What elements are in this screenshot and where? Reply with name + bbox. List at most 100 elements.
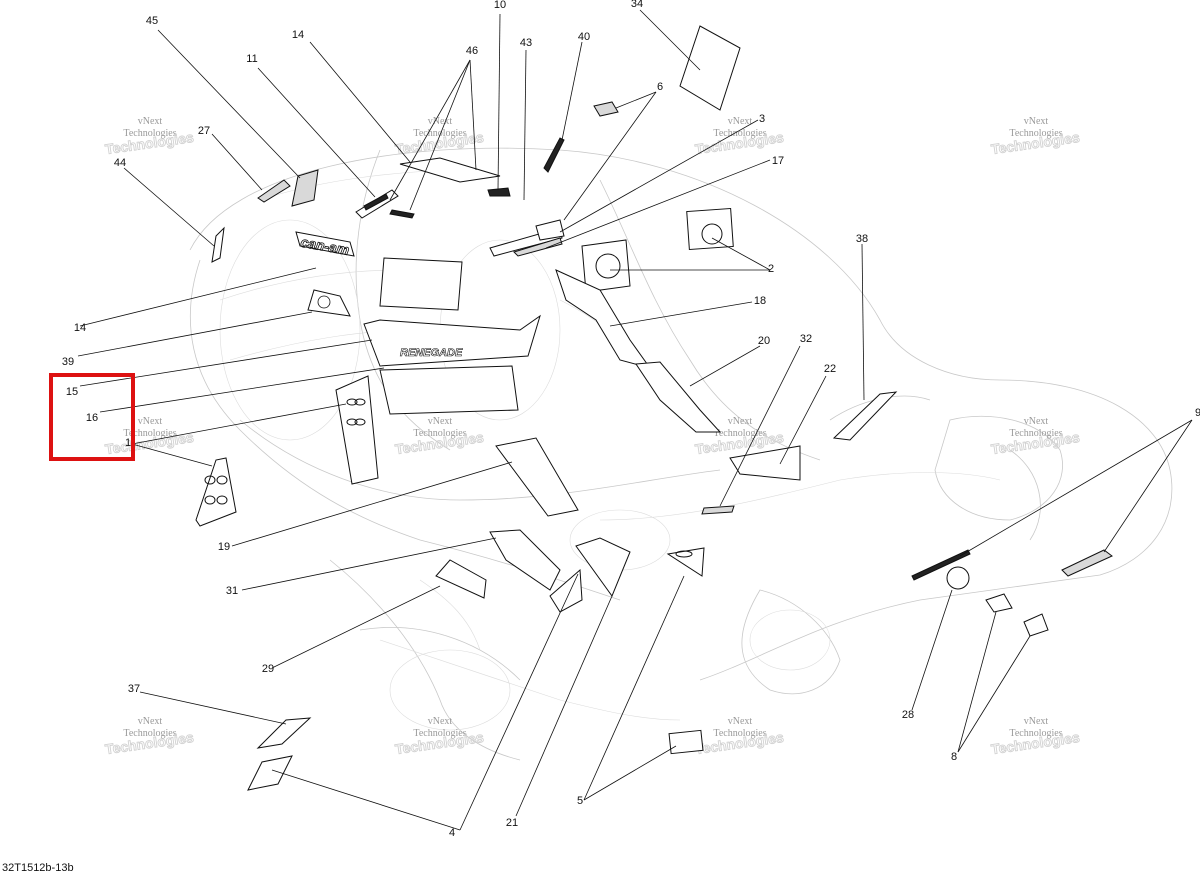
- decal-2-upper: [686, 207, 734, 251]
- decal-39: [307, 289, 351, 317]
- callout-29: 29: [262, 663, 274, 675]
- callout-18: 18: [754, 295, 766, 307]
- decal-27: [257, 179, 291, 203]
- svg-text:Technologies: Technologies: [713, 728, 766, 739]
- decal-11-inner: [363, 193, 389, 211]
- callout-38: 38: [856, 233, 868, 245]
- decal-9-right: [1061, 549, 1113, 577]
- svg-text:Technologies: Technologies: [123, 728, 176, 739]
- decal-16: [379, 365, 519, 415]
- decal-19: [195, 457, 237, 527]
- seat-outline: [379, 257, 463, 311]
- callout-3: 3: [759, 113, 765, 125]
- decal-34: [679, 25, 741, 111]
- decal-20: [635, 361, 722, 433]
- decal-40: [543, 137, 565, 173]
- callout-31: 31: [226, 585, 238, 597]
- svg-text:vNext: vNext: [1024, 116, 1049, 127]
- svg-text:vNext: vNext: [1024, 416, 1049, 427]
- decal-18: [555, 269, 652, 369]
- callout-27: 27: [198, 125, 210, 137]
- decal-5-lower: [668, 729, 704, 755]
- decal-4: [247, 755, 293, 791]
- decal-15: [363, 314, 541, 367]
- callout-14: 14: [292, 29, 304, 41]
- svg-text:vNext: vNext: [728, 116, 753, 127]
- svg-text:vNext: vNext: [138, 116, 163, 127]
- callout-45: 45: [146, 15, 158, 27]
- decal-xc-large: [495, 437, 579, 517]
- renegade-text: RENEGADE: [400, 347, 463, 359]
- decal-38: [832, 391, 898, 441]
- svg-text:vNext: vNext: [428, 416, 453, 427]
- can-am-logo-text: can-am: [299, 234, 350, 258]
- callout-39: 39: [62, 356, 74, 368]
- svg-text:Technologies: Technologies: [713, 128, 766, 139]
- callout-9: 9: [1195, 407, 1200, 419]
- decal-1: [335, 375, 379, 485]
- svg-text:Technologies: Technologies: [1009, 428, 1062, 439]
- decal-31: [489, 529, 561, 591]
- callout-5: 5: [577, 795, 583, 807]
- svg-text:vNext: vNext: [728, 416, 753, 427]
- highlight-box: [49, 373, 135, 461]
- callout-19: 19: [218, 541, 230, 553]
- watermark-layer: vNextTechnologiesTechnologiesvNextTechno…: [104, 116, 1082, 758]
- can-am-logo-decal: can-am: [295, 231, 355, 258]
- callout-20: 20: [758, 335, 770, 347]
- decal-45: [291, 169, 319, 207]
- callout-21: 21: [506, 817, 518, 829]
- decal-10: [487, 187, 511, 197]
- decal-9-left: [911, 549, 971, 581]
- svg-text:Technologies: Technologies: [413, 728, 466, 739]
- decal-3-17: [535, 219, 565, 241]
- callout-34: 34: [631, 0, 643, 10]
- callout-40: 40: [578, 31, 590, 43]
- decal-2-lower: [581, 239, 631, 293]
- decal-21: [549, 568, 583, 613]
- svg-text:Technologies: Technologies: [123, 428, 176, 439]
- callout-22: 22: [824, 363, 836, 375]
- callout-43: 43: [520, 37, 532, 49]
- svg-text:vNext: vNext: [138, 416, 163, 427]
- svg-text:Technologies: Technologies: [1009, 128, 1062, 139]
- decal-44: [211, 226, 225, 263]
- decal-46-small: [389, 209, 415, 219]
- decal-14-top: [399, 157, 501, 183]
- svg-text:Technologies: Technologies: [713, 428, 766, 439]
- decal-parts: can-am RENEGADE: [195, 25, 1113, 791]
- decal-6: [593, 101, 619, 117]
- callout-1: 1: [125, 437, 131, 449]
- svg-text:vNext: vNext: [428, 716, 453, 727]
- svg-text:vNext: vNext: [1024, 716, 1049, 727]
- callout-10: 10: [494, 0, 506, 11]
- svg-text:Technologies: Technologies: [123, 128, 176, 139]
- svg-text:vNext: vNext: [728, 716, 753, 727]
- decal-32: [701, 505, 735, 515]
- callout-46: 46: [466, 45, 478, 57]
- callout-8: 8: [951, 751, 957, 763]
- svg-text:Technologies: Technologies: [1009, 728, 1062, 739]
- callout-17: 17: [772, 155, 784, 167]
- svg-text:Technologies: Technologies: [413, 428, 466, 439]
- callout-28: 28: [902, 709, 914, 721]
- diagram-id-label: 32T1512b-13b: [2, 862, 74, 874]
- callout-4: 4: [449, 827, 455, 839]
- svg-text:vNext: vNext: [138, 716, 163, 727]
- decal-5-top: [666, 547, 705, 577]
- callout-44: 44: [114, 157, 126, 169]
- decal-37: [256, 717, 312, 749]
- decal-xc-small: [575, 537, 631, 598]
- decal-29: [435, 559, 487, 599]
- callout-14: 14: [74, 322, 86, 334]
